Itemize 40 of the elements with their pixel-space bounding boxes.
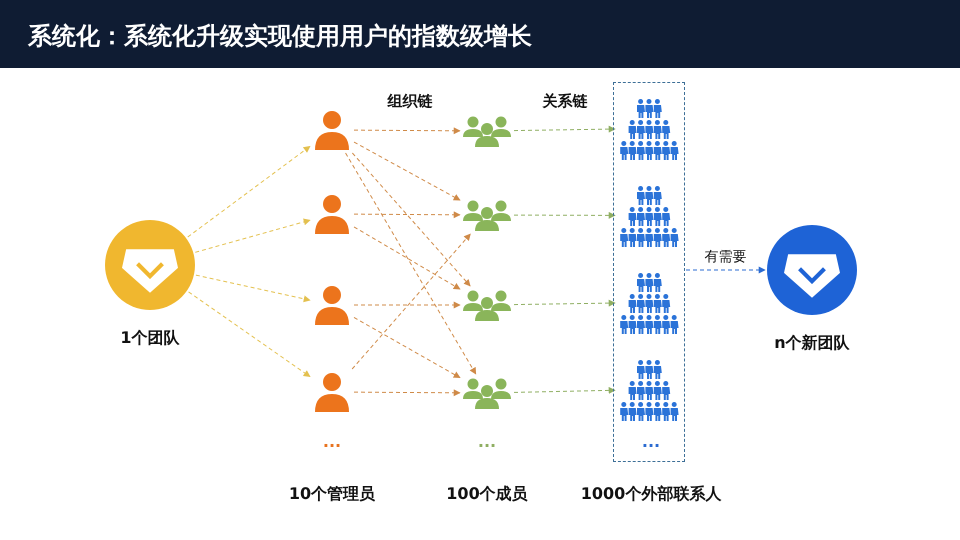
arrow (195, 274, 311, 302)
person-icon (313, 194, 351, 234)
person-icon (313, 110, 351, 150)
arrow (352, 233, 471, 370)
arrow (354, 317, 461, 378)
title: 系统化：系统化升级实现使用用户的指数级增长 (28, 21, 532, 52)
arrow (354, 226, 461, 290)
arrow (354, 302, 461, 308)
arrow (354, 127, 461, 134)
arrow (352, 152, 471, 287)
arrow (514, 126, 616, 133)
text-label: 组织链 (388, 92, 432, 111)
group-icon (463, 289, 511, 321)
group-icon (463, 115, 511, 147)
arrow (514, 386, 616, 394)
arrow (187, 146, 311, 238)
text-label: 关系链 (542, 92, 588, 111)
arrow (354, 142, 461, 201)
text-label: 100个成员 (446, 484, 528, 505)
text-label: 10个管理员 (288, 484, 376, 505)
group-icon (463, 377, 511, 409)
node-label: 1个团队 (120, 328, 180, 349)
arrow (514, 300, 616, 307)
arrow (354, 389, 461, 396)
arrow (354, 211, 461, 218)
arrow (514, 212, 616, 219)
node-label: n个新团队 (774, 333, 850, 354)
arrow (188, 291, 311, 378)
group-icon (463, 199, 511, 231)
dashed-box (613, 82, 685, 462)
arrow (686, 266, 766, 274)
ellipsis: ... (322, 432, 342, 451)
person-icon (313, 285, 351, 325)
person-icon (313, 372, 351, 412)
edge-label: 有需要 (702, 248, 748, 266)
ellipsis: ... (478, 432, 496, 451)
ellipsis: ... (642, 432, 660, 451)
arrow (194, 218, 311, 253)
text-label: 1000个外部联系人 (580, 484, 722, 505)
arrow (345, 152, 476, 375)
